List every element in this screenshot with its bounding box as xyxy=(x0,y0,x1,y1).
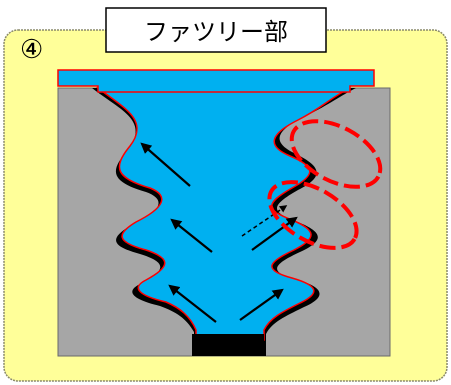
title-label: ファツリー部 xyxy=(144,18,288,46)
dashed-arrow-icon xyxy=(241,205,288,237)
runner-bar xyxy=(57,69,375,93)
gate-block xyxy=(192,334,264,356)
highlight-ellipse xyxy=(289,119,383,189)
flow-arrow xyxy=(168,284,217,323)
title-box xyxy=(105,7,327,53)
flow-arrow xyxy=(140,142,191,187)
flow-arrow xyxy=(170,218,213,253)
step-number: ④ xyxy=(20,35,43,65)
flow-arrow xyxy=(251,216,298,251)
highlight-ellipse xyxy=(267,180,359,250)
flow-arrow xyxy=(239,288,284,321)
